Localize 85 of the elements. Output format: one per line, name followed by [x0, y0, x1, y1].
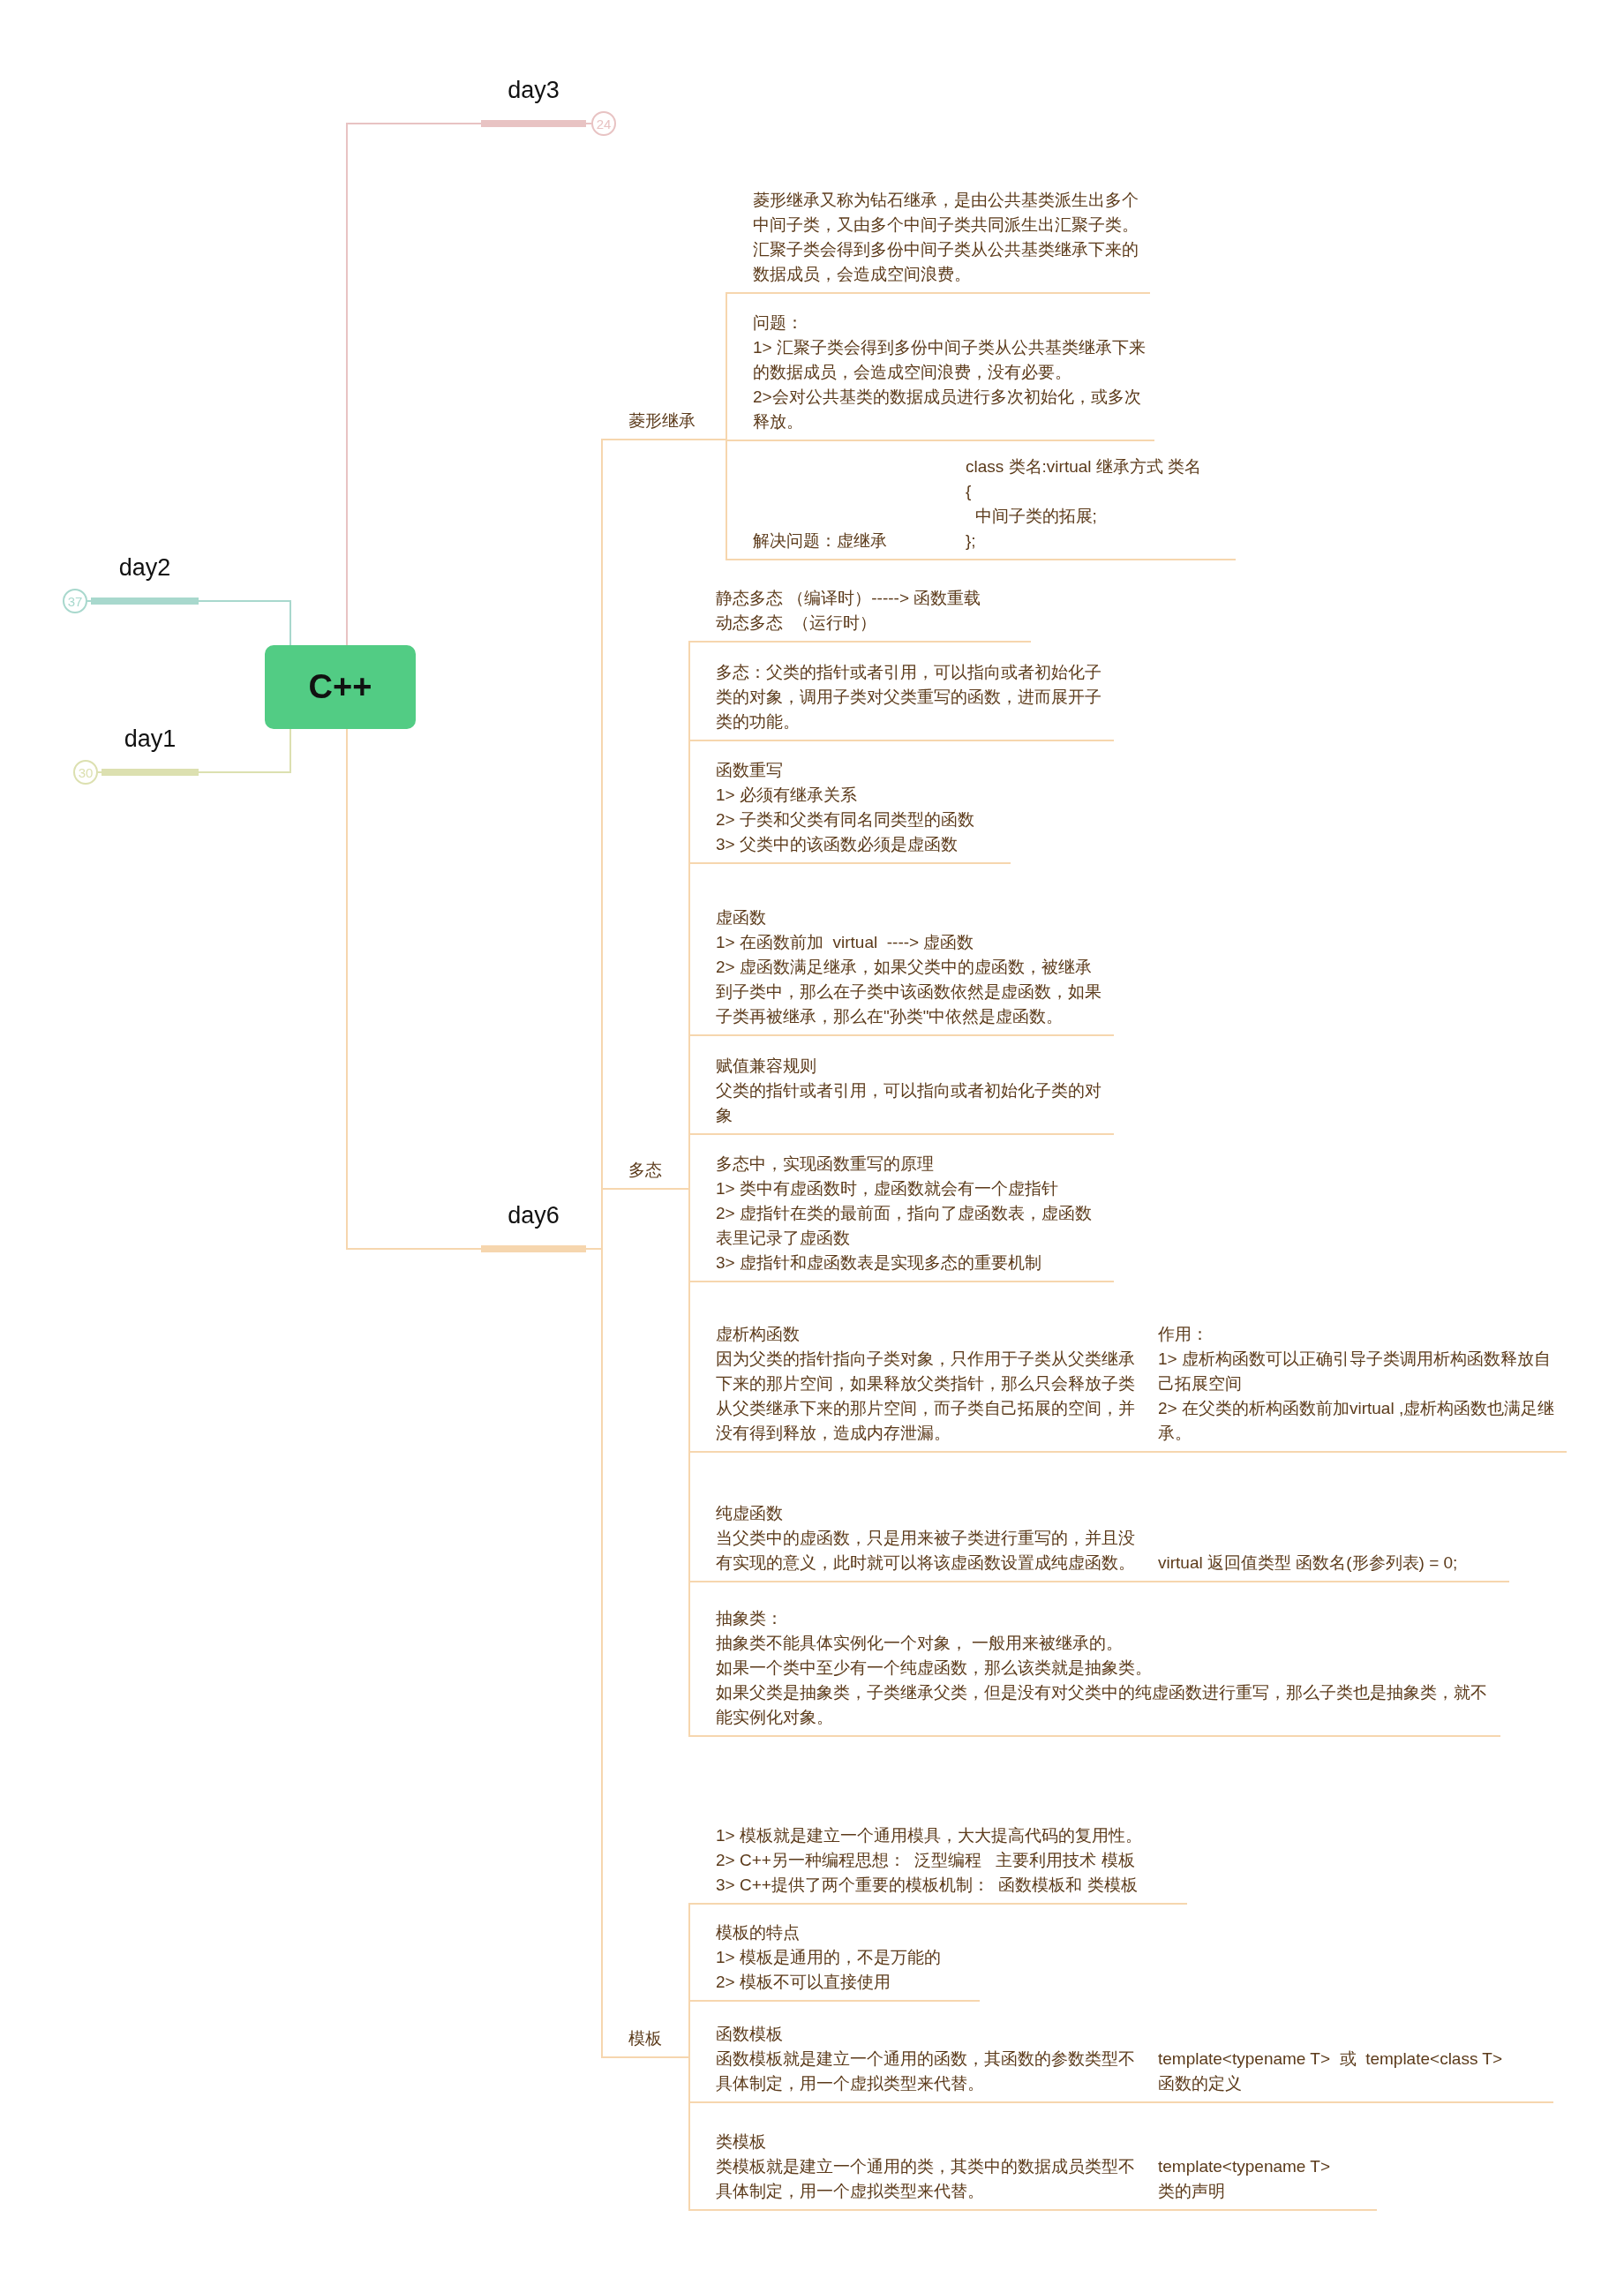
note-text: 1> 在函数前加 virtual ----> 虚函数	[716, 932, 975, 953]
connector-line	[726, 439, 741, 441]
note-text: 类的声明	[1158, 2181, 1226, 2202]
connector-line	[346, 728, 482, 1250]
note-text: template<typename T> 或 template<class T>	[1158, 2048, 1504, 2070]
topic-label: day6	[508, 1200, 560, 1230]
connector-line	[1141, 2209, 1157, 2211]
count-badge	[73, 760, 98, 785]
connector-line	[726, 292, 741, 440]
note-text: 1> 必须有继承关系	[716, 785, 858, 806]
note-text: 模板的特点	[716, 1922, 801, 1943]
note-text: 多态：父类的指针或者引用，可以指向或者初始化子类的对象，调用子类对父类重写的函数，进而展开子类的功能。	[716, 662, 1102, 733]
note-text: 作用：	[1158, 1324, 1209, 1345]
topic-label: C++	[308, 667, 372, 707]
note-text: 因为父类的指针指向子类对象，只作用于子类从父类继承下来的那片空间，如果释放父类指针，那么只会释放子类从父类继承下来的那片空间，而子类自己拓展的空间，并没有得到释放，造成内存泄漏。	[716, 1349, 1135, 1444]
note-text: 函数模板就是建立一个通用的函数，其函数的参数类型不具体制定，用一个虚拟类型来代替。	[716, 2048, 1135, 2094]
note-text: 抽象类不能具体实例化一个对象， 一般用来被继承的。	[716, 1633, 1124, 1654]
note-text: 如果一个类中至少有一个纯虚函数，那么该类就是抽象类。	[716, 1657, 1153, 1679]
topic-label: day1	[124, 724, 177, 754]
note-text: 赋值兼容规则	[716, 1056, 817, 1077]
note-text: 1> 模板是通用的，不是万能的	[716, 1947, 942, 1968]
note-text: 中间子类的拓展;	[974, 506, 1098, 527]
note-text: 函数重写	[716, 760, 784, 781]
note-text: 抽象类：	[716, 1608, 784, 1629]
connector-line	[1141, 2101, 1157, 2103]
note-text: 2> C++另一种编程思想： 泛型编程 主要利用技术 模板	[716, 1850, 1136, 1871]
note-text: 2> 在父类的析构函数前加virtual ,虚析构函数也满足继承。	[1158, 1398, 1556, 1444]
connector-line	[1141, 1451, 1157, 1453]
note-text: 2> 模板不可以直接使用	[716, 1972, 891, 1993]
count-badge	[63, 589, 87, 613]
note-text: 3> 虚指针和虚函数表是实现多态的重要机制	[716, 1252, 1042, 1274]
note-text: 虚析构函数	[716, 1324, 801, 1345]
note-text: 静态多态 （编译时）-----> 函数重载	[716, 588, 982, 609]
note-text: 2>会对公共基类的数据成员进行多次初始化，或多次释放。	[753, 387, 1142, 432]
note-text: 菱形继承	[628, 410, 696, 432]
note-text: 2> 虚指针在类的最前面，指向了虚函数表，虚函数表里记录了虚函数	[716, 1203, 1093, 1249]
note-text: 问题：	[753, 312, 804, 334]
count-badge	[591, 111, 616, 136]
connector-line	[688, 2000, 704, 2058]
note-text: 2> 子类和父类有同名同类型的函数	[716, 809, 975, 831]
note-text: 1> 类中有虚函数时，虚函数就会有一个虚指针	[716, 1178, 1059, 1199]
connector-line	[951, 559, 965, 560]
note-text: virtual 返回值类型 函数名(形参列表) = 0;	[1158, 1552, 1459, 1574]
connector-line	[585, 123, 592, 124]
note-text: 如果父类是抽象类，子类继承父类，但是没有对父类中的纯虚函数进行重写，那么子类也是抽象类，就不能实例化对象。	[716, 1682, 1488, 1728]
note-text: };	[966, 530, 977, 552]
note-text: template<typename T>	[1158, 2156, 1332, 2177]
note-text: 当父类中的虚函数，只是用来被子类进行重写的，并且没有实现的意义，此时就可以将该虚函数设置成纯虚函数。	[716, 1528, 1135, 1574]
note-text: 动态多态 （运行时）	[716, 613, 877, 634]
note-text: 类模板	[716, 2131, 767, 2153]
note-text: 2> 虚函数满足继承，如果父类中的虚函数，被继承到子类中，那么在子类中该函数依然是虚函数，如果子类再被继承，那么在"孙类"中依然是虚函数。	[716, 957, 1102, 1027]
connector-line	[198, 600, 291, 646]
note-text: 类模板就是建立一个通用的类，其类中的数据成员类型不具体制定，用一个虚拟类型来代替。	[716, 2156, 1135, 2202]
connector-line	[688, 1133, 704, 1190]
count-number: 24	[596, 117, 612, 131]
note-text: 多态	[628, 1160, 663, 1181]
note-text: 虚函数	[716, 907, 767, 928]
note-text: 模板	[628, 2028, 663, 2049]
note-text: 3> 父类中的该函数必须是虚函数	[716, 834, 959, 855]
count-number: 37	[67, 594, 83, 608]
connector-line	[198, 728, 291, 773]
note-text: class 类名:virtual 继承方式 类名	[966, 456, 1203, 477]
root-topic	[265, 645, 416, 729]
note-text: 解决问题：虚继承	[753, 530, 888, 552]
connector-line	[726, 439, 741, 560]
note-text: 函数的定义	[1158, 2073, 1243, 2094]
note-text: 菱形继承又称为钻石继承，是由公共基类派生出多个中间子类，又由多个中间子类共同派生出汇聚子类。汇聚子类会得到多份中间子类从公共基类继承下来的数据成员，会造成空间浪费。	[753, 190, 1139, 285]
connector-line	[688, 2056, 704, 2211]
count-number: 30	[78, 765, 94, 779]
connector-line	[97, 771, 102, 773]
note-text: 函数模板	[716, 2024, 784, 2045]
note-text: 父类的指针或者引用，可以指向或者初始化子类的对象	[716, 1080, 1102, 1126]
connector-line	[585, 1248, 617, 2058]
note-text: 1> 汇聚子类会得到多份中间子类从公共基类继承下来的数据成员，会造成空间浪费，没有必要。	[753, 337, 1147, 383]
topic-label: day2	[118, 552, 171, 583]
note-text: {	[966, 481, 973, 502]
topic-label: day3	[508, 75, 560, 105]
connector-line	[1141, 1581, 1157, 1582]
connector-line	[346, 123, 482, 646]
note-text: 3> C++提供了两个重要的模板机制： 函数模板和 类模板	[716, 1875, 1139, 1896]
connector-line	[86, 600, 92, 602]
note-text: 1> 虚析构函数可以正确引导子类调用析构函数释放自己拓展空间	[1158, 1349, 1552, 1394]
note-text: 1> 模板就是建立一个通用模具，大大提高代码的复用性。	[716, 1825, 1143, 1846]
note-text: 多态中，实现函数重写的原理	[716, 1154, 935, 1175]
note-text: 纯虚函数	[716, 1503, 784, 1524]
